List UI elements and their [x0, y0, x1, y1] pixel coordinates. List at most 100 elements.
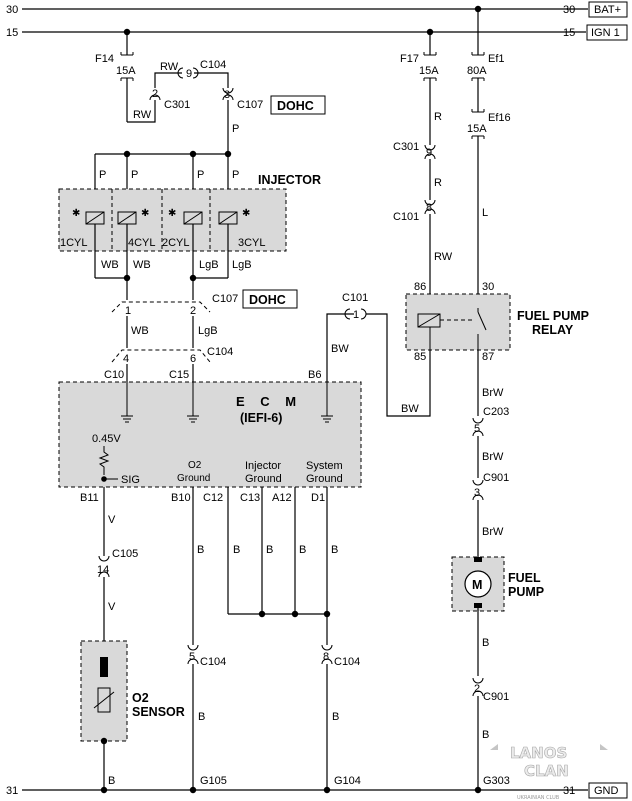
svg-text:G303: G303: [483, 775, 510, 787]
svg-text:Ef16: Ef16: [488, 112, 511, 124]
svg-text:✱: ✱: [141, 208, 149, 219]
svg-text:15A: 15A: [419, 65, 439, 77]
svg-text:B: B: [331, 544, 338, 556]
svg-text:Ground: Ground: [306, 473, 343, 485]
svg-text:C104: C104: [207, 346, 233, 358]
svg-text:LgB: LgB: [232, 259, 252, 271]
gnd-rail-left-num: 31: [6, 785, 18, 797]
o2-ground-circuit: B 5 C104 B G105: [187, 487, 227, 794]
svg-text:B: B: [332, 711, 339, 723]
fuse-f17-circuit: F17 15A R 9 C301 R 8 C101 RW: [393, 32, 453, 308]
svg-text:BrW: BrW: [482, 451, 504, 463]
bw-circuit: C101 1 BW BW: [326, 292, 431, 417]
svg-text:C105: C105: [112, 548, 138, 560]
svg-text:C104: C104: [334, 656, 360, 668]
svg-text:2: 2: [190, 305, 196, 317]
svg-text:1CYL: 1CYL: [60, 237, 88, 249]
svg-text:86: 86: [414, 281, 426, 293]
svg-text:C301: C301: [393, 141, 419, 153]
svg-text:C12: C12: [203, 492, 223, 504]
o2-sensor-circuit: V 14 C105 V O2 SENSOR B: [80, 487, 185, 794]
gnd-rail: 31 31 GND: [6, 782, 628, 799]
svg-text:B: B: [198, 711, 205, 723]
fuse-ef1-circuit: Ef1 80A Ef16 15A L: [467, 9, 511, 308]
injector-feed-bus: P P P P: [94, 150, 239, 212]
svg-text:B: B: [482, 637, 489, 649]
svg-text:System: System: [306, 460, 343, 472]
svg-text:C107: C107: [212, 293, 238, 305]
svg-text:B: B: [108, 775, 115, 787]
svg-text:2: 2: [152, 88, 158, 100]
svg-text:B11: B11: [80, 492, 99, 504]
svg-text:C104: C104: [200, 59, 226, 71]
svg-text:UKRAINIAN CLUB: UKRAINIAN CLUB: [517, 795, 560, 801]
svg-text:RW: RW: [160, 61, 179, 73]
ign-rail: 15 15 IGN 1: [6, 24, 628, 41]
svg-text:O2: O2: [132, 691, 149, 705]
bat-rail: 30 30 BAT+: [6, 1, 628, 18]
svg-text:LgB: LgB: [199, 259, 219, 271]
svg-text:✱: ✱: [242, 208, 250, 219]
svg-text:15A: 15A: [116, 65, 136, 77]
svg-text:LANOS: LANOS: [510, 744, 567, 762]
svg-text:C101: C101: [342, 292, 368, 304]
svg-text:87: 87: [482, 351, 494, 363]
svg-text:O2: O2: [188, 460, 202, 471]
svg-text:FUEL PUMP: FUEL PUMP: [517, 309, 589, 323]
svg-text:C101: C101: [393, 211, 419, 223]
svg-text:BW: BW: [331, 343, 349, 355]
svg-text:C107: C107: [237, 99, 263, 111]
svg-text:Ground: Ground: [177, 473, 210, 484]
svg-text:15A: 15A: [467, 123, 487, 135]
svg-text:R: R: [434, 111, 442, 123]
svg-text:8: 8: [323, 651, 329, 663]
connector-c107-c104-mid: 1 2 C107 DOHC WB LgB 4 6 C104: [111, 289, 298, 408]
svg-text:85: 85: [414, 351, 426, 363]
bat-rail-left-num: 30: [6, 4, 18, 16]
dohc-top-label: DOHC: [277, 99, 314, 113]
pump-motor-symbol: M: [472, 578, 482, 592]
svg-text:14: 14: [97, 564, 109, 576]
svg-text:B: B: [482, 729, 489, 741]
svg-text:Ef1: Ef1: [488, 53, 505, 65]
svg-text:B6: B6: [308, 369, 321, 381]
svg-text:C13: C13: [240, 492, 260, 504]
svg-text:9: 9: [186, 68, 192, 80]
svg-text:L: L: [482, 207, 488, 219]
svg-text:3CYL: 3CYL: [238, 237, 266, 249]
gnd-rail-label: GND: [594, 785, 619, 797]
svg-text:5: 5: [474, 423, 480, 435]
svg-text:V: V: [108, 514, 116, 526]
svg-text:LgB: LgB: [198, 325, 218, 337]
svg-text:2: 2: [474, 683, 480, 695]
svg-text:WB: WB: [101, 259, 119, 271]
injector-3cyl: ✱ 3CYL: [218, 208, 266, 249]
svg-text:P: P: [232, 169, 239, 181]
injectors: ✱ 1CYL ✱ 4CYL ✱ 2CYL ✱ 3CYL: [58, 188, 287, 252]
svg-text:RW: RW: [434, 251, 453, 263]
svg-text:BW: BW: [401, 403, 419, 415]
svg-text:C10: C10: [104, 369, 124, 381]
ground-bus: B B B B 8 C104 B G104: [227, 487, 361, 794]
svg-text:D1: D1: [311, 492, 325, 504]
svg-text:BrW: BrW: [482, 526, 504, 538]
svg-text:P: P: [99, 169, 106, 181]
svg-text:4: 4: [123, 353, 129, 365]
injector-outputs: WB WB LgB LgB: [94, 224, 252, 300]
svg-text:P: P: [197, 169, 204, 181]
svg-text:9: 9: [426, 147, 432, 159]
bat-rail-right-num: 30: [563, 4, 575, 16]
watermark-logo: LANOS CLAN UKRAINIAN CLUB: [490, 744, 608, 801]
svg-text:WB: WB: [131, 325, 149, 337]
svg-text:C901: C901: [483, 472, 509, 484]
svg-text:F14: F14: [95, 53, 114, 65]
fuel-pump-circuit: BrW C203 5 BrW C901 3 BrW M FUEL PUMP B …: [451, 350, 544, 794]
svg-text:C901: C901: [483, 691, 509, 703]
svg-text:0.45V: 0.45V: [92, 433, 121, 445]
svg-text:4CYL: 4CYL: [128, 237, 156, 249]
injector-1cyl: ✱ 1CYL: [60, 208, 105, 249]
svg-text:6: 6: [190, 353, 196, 365]
svg-text:P: P: [131, 169, 138, 181]
injector-2cyl: ✱ 2CYL: [162, 208, 203, 249]
